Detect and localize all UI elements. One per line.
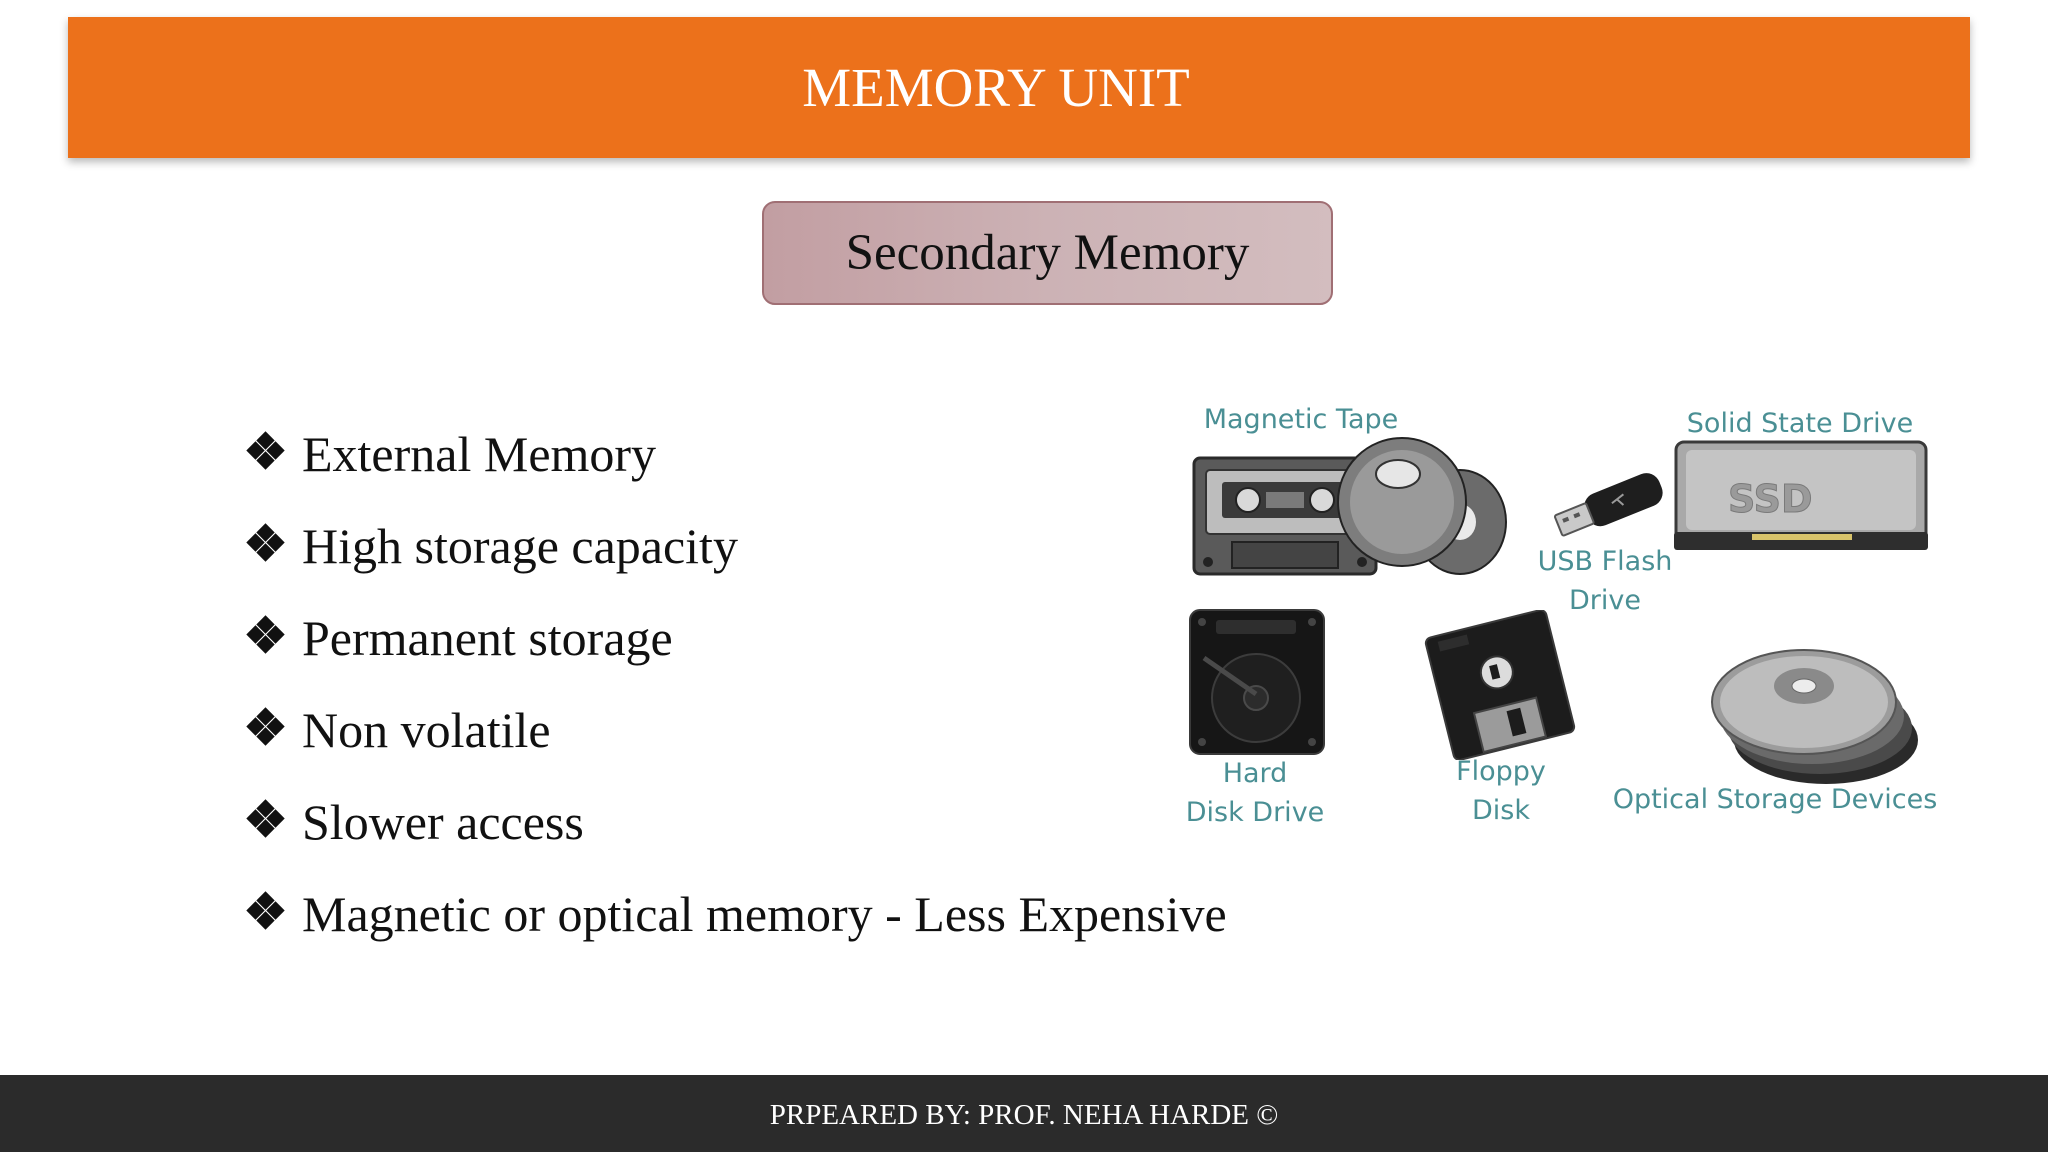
bullet-text: Slower access	[302, 794, 584, 850]
bullet-text: Non volatile	[302, 702, 551, 758]
ssd-label: Solid State Drive	[1686, 408, 1914, 439]
bullet-item: Slower access	[246, 784, 1308, 876]
diamond-bullet-icon	[246, 799, 285, 840]
magnetic-tape-label: Magnetic Tape	[1203, 404, 1399, 435]
diamond-bullet-icon	[246, 891, 285, 932]
hdd-label-line1: Hard	[1222, 758, 1288, 789]
bullet-text: External Memory	[302, 426, 657, 482]
diamond-bullet-icon	[246, 523, 285, 564]
diamond-bullet-icon	[246, 431, 285, 472]
floppy-label-line2: Disk	[1472, 795, 1530, 826]
bullet-text: Magnetic or optical memory - Less Expens…	[302, 886, 1227, 942]
bullet-item: External Memory	[246, 416, 1308, 508]
floppy-label-line1: Floppy	[1456, 756, 1546, 787]
ssd-logo: SSD	[1728, 477, 1813, 521]
bullet-item: Permanent storage	[246, 600, 1308, 692]
title-bar: MEMORY UNIT	[68, 17, 1970, 158]
hard-disk-image	[1189, 609, 1325, 755]
bullet-list: External Memory High storage capacity Pe…	[246, 416, 1308, 968]
diamond-bullet-icon	[246, 707, 285, 748]
footer-credit: PRPEARED BY: PROF. NEHA HARDE ©	[769, 1099, 1279, 1131]
hdd-label-line2: Disk Drive	[1185, 797, 1325, 828]
usb-drive-image	[1553, 473, 1663, 537]
bullet-item: Non volatile	[246, 692, 1308, 784]
optical-discs-image	[1711, 649, 1918, 784]
bullet-text: Permanent storage	[302, 610, 673, 666]
footer-bar: PRPEARED BY: PROF. NEHA HARDE ©	[0, 1075, 2048, 1152]
floppy-disk-image	[1424, 610, 1576, 760]
bullet-item: Magnetic or optical memory - Less Expens…	[246, 876, 1308, 968]
optical-label: Optical Storage Devices	[1612, 784, 1938, 815]
magnetic-tape-image	[1192, 437, 1507, 576]
ssd-image: SSD	[1674, 440, 1928, 550]
usb-label-line1: USB Flash	[1537, 546, 1673, 577]
usb-label-line2: Drive	[1569, 585, 1641, 616]
subtitle-box: Secondary Memory	[762, 201, 1333, 305]
bullet-item: High storage capacity	[246, 508, 1308, 600]
bullet-text: High storage capacity	[302, 518, 738, 574]
slide-title: MEMORY UNIT	[802, 57, 1190, 118]
slide-subtitle: Secondary Memory	[845, 225, 1250, 281]
diamond-bullet-icon	[246, 615, 285, 656]
